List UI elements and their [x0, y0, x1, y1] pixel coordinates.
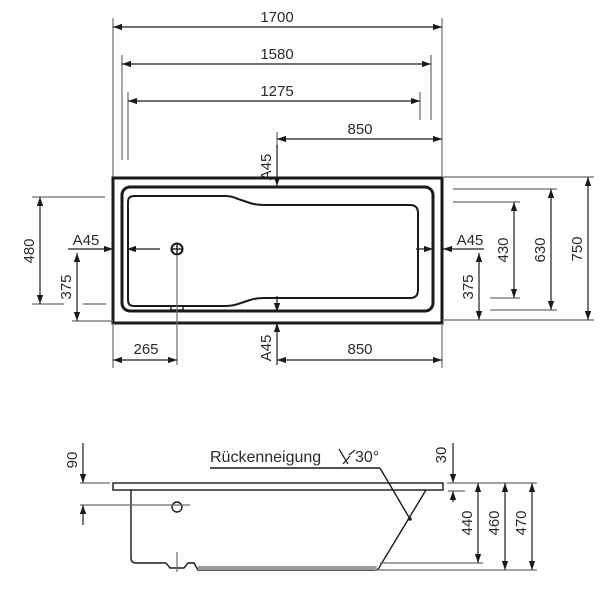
dim-height-to-base: 460 — [486, 510, 503, 535]
wall-label-right: A45 — [457, 232, 484, 249]
dim-drain-offset: 265 — [133, 341, 158, 358]
dim-rim-thickness: 30 — [433, 447, 450, 464]
dim-total-height: 470 — [513, 510, 530, 535]
basin-outline — [127, 195, 419, 307]
dim-depth-inner: 440 — [459, 510, 476, 535]
dim-basin-width-foot: 480 — [21, 238, 38, 263]
plan-view: 1700 1580 1275 850 A45 A45 A — [21, 9, 594, 368]
dim-overall-width: 750 — [569, 236, 586, 261]
side-view: 90 Rückenneigung 30° 30 440 460 470 — [64, 443, 537, 572]
leader-line — [379, 467, 411, 520]
dim-basin-length: 1275 — [260, 83, 293, 100]
backrest-angle: 30° — [355, 449, 379, 466]
dim-basin-width-head: 430 — [495, 237, 512, 262]
dim-overall-length: 1700 — [260, 9, 293, 26]
dim-inner-width: 630 — [532, 237, 549, 262]
backrest-label: Rückenneigung — [210, 449, 321, 466]
dim-center-to-end-bottom: 850 — [347, 341, 372, 358]
dim-drain-right: 375 — [460, 274, 477, 299]
angle-icon — [338, 448, 356, 465]
dim-inner-length: 1580 — [260, 46, 293, 63]
tub-rim-side — [112, 482, 444, 491]
dim-drain-left: 375 — [58, 274, 75, 299]
wall-label-bottom: A45 — [258, 335, 275, 362]
leader-dot — [408, 517, 412, 521]
tub-body-side — [130, 489, 427, 571]
wall-label-left: A45 — [73, 232, 100, 249]
dim-center-to-end-top: 850 — [347, 121, 372, 138]
wall-label-top: A45 — [258, 154, 275, 181]
tub-base-shading — [198, 566, 377, 570]
backrest-label-text: Rückenneigung — [210, 449, 321, 466]
overflow-icon — [171, 501, 183, 513]
dim-overflow-height: 90 — [64, 452, 81, 469]
